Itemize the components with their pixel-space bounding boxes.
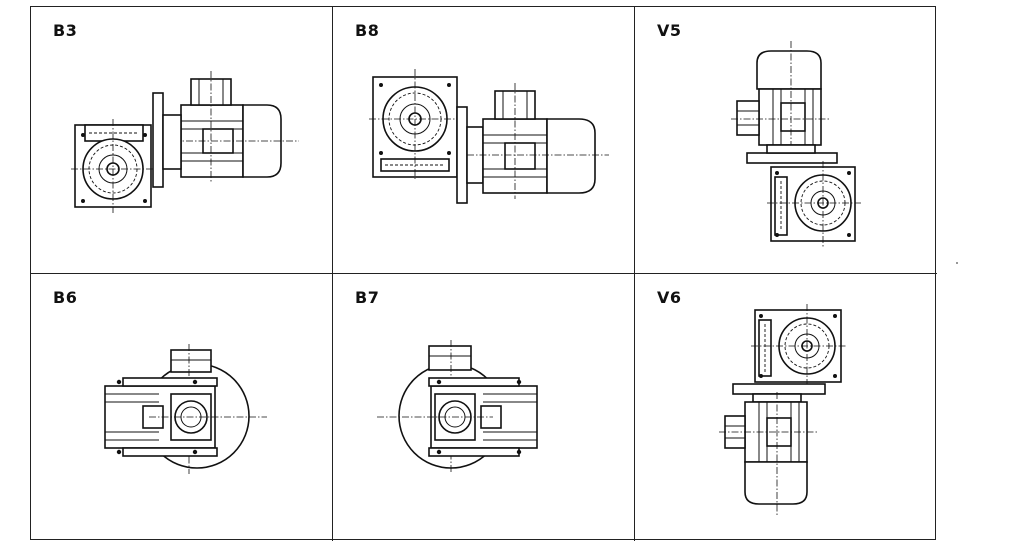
- gearmotor-drawing-v5: [731, 41, 861, 247]
- motor: [731, 41, 831, 163]
- cell-b8: B8: [333, 7, 635, 274]
- flange: [152, 92, 182, 188]
- gearbox: [751, 304, 847, 386]
- motor: [719, 392, 817, 516]
- mounting-positions-grid: B3: [30, 6, 937, 541]
- flange: [746, 144, 838, 164]
- cell-b3: B3: [31, 7, 333, 274]
- cell-b7: B7: [333, 274, 635, 541]
- position-label-v5: V5: [657, 21, 682, 40]
- cell-v5: V5: [635, 7, 937, 274]
- flange: [732, 383, 826, 403]
- position-label-b8: B8: [355, 21, 380, 40]
- gearbox: [71, 119, 155, 213]
- gearmotor-drawing-v6: [719, 304, 847, 516]
- motor: [467, 83, 609, 199]
- gearmotor-drawing-b7: [377, 340, 538, 474]
- gearbox: [369, 69, 461, 179]
- gearmotor-drawing-b6: [104, 344, 267, 474]
- position-label-b7: B7: [355, 288, 380, 307]
- position-label-b6: B6: [53, 288, 78, 307]
- gearmotor-drawing-b3: [71, 71, 299, 213]
- gearbox: [104, 377, 267, 457]
- motor: [161, 71, 299, 183]
- cell-v6: V6: [635, 274, 937, 541]
- flange: [456, 106, 484, 204]
- gearbox: [377, 377, 538, 457]
- gearbox: [767, 161, 861, 247]
- cell-b6: B6: [31, 274, 333, 541]
- position-label-v6: V6: [657, 288, 682, 307]
- scan-speck: [956, 262, 958, 264]
- position-label-b3: B3: [53, 21, 78, 40]
- gearmotor-drawing-b8: [369, 69, 609, 204]
